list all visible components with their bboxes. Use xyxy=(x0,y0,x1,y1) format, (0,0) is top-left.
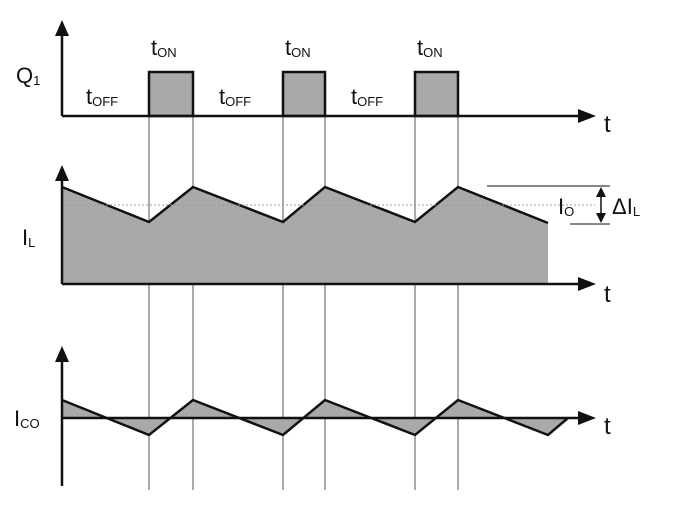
ico-panel: ICO t xyxy=(14,346,611,486)
ico-x-axis-label: t xyxy=(604,413,611,440)
q1-x-axis-label: t xyxy=(604,111,611,138)
q1-on-pulse-3 xyxy=(413,70,460,118)
t-on-label-1: tON xyxy=(151,35,177,60)
il-panel: IL t IO ΔIL xyxy=(22,165,640,308)
il-x-axis-label: t xyxy=(604,281,611,308)
t-off-label-3: tOFF xyxy=(351,84,383,109)
t-off-label-1: tOFF xyxy=(86,84,118,109)
q1-y-arrowhead xyxy=(55,20,69,36)
t-on-label-2: tON xyxy=(285,35,311,60)
q1-axis-label: Q1 xyxy=(16,63,40,88)
q1-on-pulse-2 xyxy=(281,70,327,118)
q1-on-pulses xyxy=(147,70,460,118)
q1-on-pulse-1 xyxy=(147,70,195,118)
t-off-label-2: tOFF xyxy=(219,84,251,109)
il-current-area xyxy=(62,187,548,284)
ico-axis-label: ICO xyxy=(14,406,40,431)
il-y-arrowhead xyxy=(55,165,69,181)
t-on-label-3: tON xyxy=(417,35,443,60)
delta-il-label: ΔIL xyxy=(612,194,640,219)
ico-ripple-waveform xyxy=(61,398,569,437)
delta-il-arrowhead-top xyxy=(596,187,606,197)
delta-il-arrowhead-bottom xyxy=(596,213,606,223)
il-x-arrowhead xyxy=(578,277,596,291)
q1-x-arrowhead xyxy=(578,109,596,123)
il-axis-label: IL xyxy=(22,225,35,250)
ico-y-arrowhead xyxy=(55,346,69,362)
io-label: IO xyxy=(558,194,574,219)
q1-panel: Q1 t tOFF tON tOFF tON tOFF tON xyxy=(16,20,611,138)
ico-x-arrowhead xyxy=(578,411,596,425)
